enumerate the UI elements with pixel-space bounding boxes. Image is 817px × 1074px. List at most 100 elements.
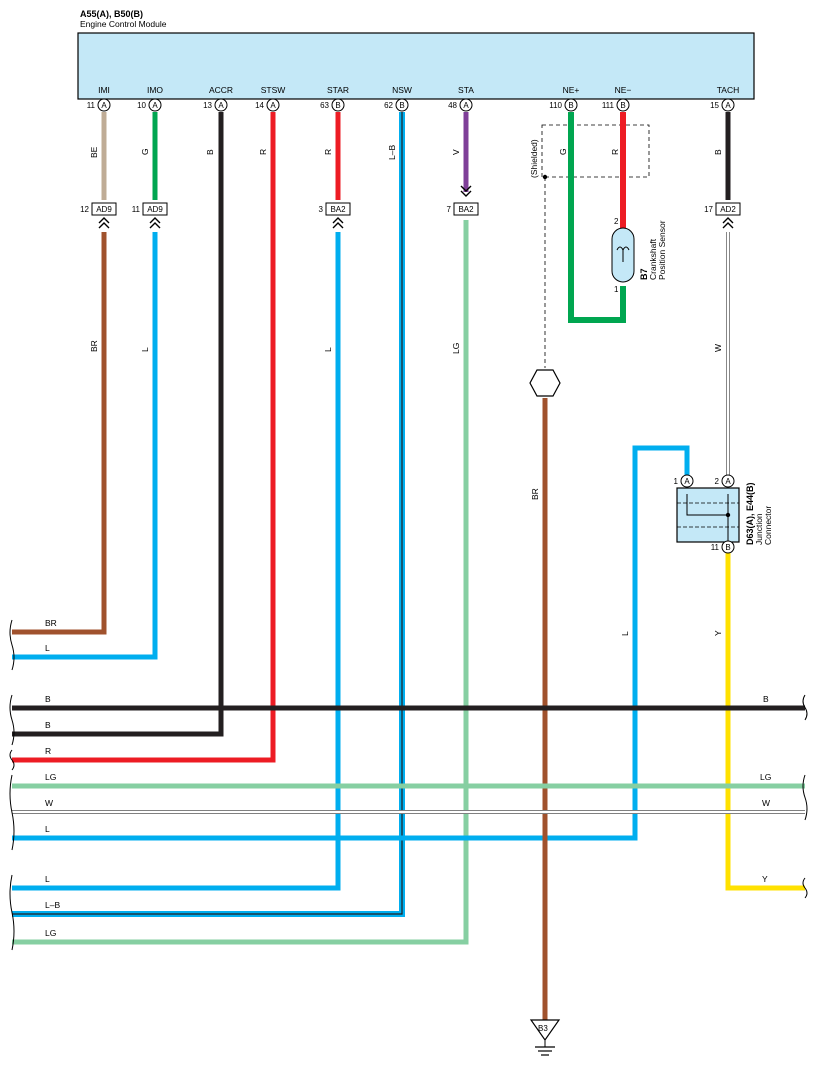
bus-label-l: L [45,643,50,653]
wire-label-b2: B [713,149,723,155]
connector-0-pin: 12 [80,205,89,214]
ecm-terminal-8-circle [616,98,630,112]
connector-2-pin: 3 [319,205,324,214]
ecm-terminal-6-cavity: A [463,101,469,110]
wire-label-r: R [258,149,268,155]
junction-pin-0-number: 1 [674,477,679,486]
junction-label1: Junction [754,513,764,545]
bus-label-br: BR [45,618,57,628]
wire-label-r3: R [610,149,620,155]
junction-wire-out-label: Y [713,630,723,636]
ecm-terminal-3-name: STSW [261,85,286,95]
connector-3-pin: 7 [447,205,452,214]
ecm-terminal-9-name: TACH [717,85,740,95]
wire-break-marks [9,619,808,951]
ecm-terminal-1-cavity: A [152,101,158,110]
crank-pin-top: 2 [614,217,619,226]
bus-label-lg2: LG [45,928,56,938]
wire-y-junction [725,552,805,891]
ecm-terminal-8-pin: 111 [602,101,615,110]
ecm-terminal-4-pin: 63 [320,101,329,110]
connector-3-name: BA2 [458,205,474,214]
junction-label2: Connector [763,506,773,545]
break-right-1 [802,774,808,821]
connector-2-chevron-up-icon [332,217,344,229]
connector-0-box [91,202,117,216]
ecm-terminal-4-name: STAR [327,85,349,95]
wire-label-g: G [140,148,150,155]
crank-sensor-circuit: 2 1 B7 Crankshaft Position Sensor [568,112,667,323]
bus-label-y-right: Y [762,874,768,884]
lower-label-lg: LG [451,343,461,354]
ecm-terminal-5-circle [395,98,409,112]
connector-2-box [325,202,351,216]
crank-sensor-label1: Crankshaft [648,238,658,280]
shield: (Shielded) [529,124,650,368]
wire-br-imi [12,232,107,635]
ecm-terminal-1-pin: 10 [137,101,146,110]
connector-4-pin: 17 [704,205,713,214]
junction-node [725,512,731,518]
connector-1-name: AD9 [147,205,163,214]
ecm-terminal-0-name: IMI [98,85,110,95]
junction-pin-2-number: 11 [711,543,720,552]
crank-sensor-id: B7 [639,268,649,280]
upper-wire-labels: BE G B R R L–B V G R B [89,145,723,160]
connector-3-box [453,202,479,216]
wire-l-imo [12,232,158,660]
wire-lb-nsw-tracer [12,112,403,915]
connector-4-box [715,202,741,216]
lower-label-br: BR [89,340,99,352]
junction-bus-a [686,494,728,516]
wire-label-v: V [451,149,461,155]
bus-label-r: R [45,746,51,756]
ground-point: B3 [529,369,561,1056]
ecm-terminal-2-name: ACCR [209,85,233,95]
wire-label-b: B [205,149,215,155]
wire-r-stsw [12,112,276,763]
ecm-terminal-6-name: STA [458,85,474,95]
break-left-4 [9,874,15,951]
break-left-1 [9,694,15,746]
bus-label-lg-right: LG [760,772,771,782]
break-right-0 [802,694,808,721]
ecm-terminal-7-pin: 110 [549,101,562,110]
lower-wire-labels: BR L L LG W BR L Y [89,340,723,636]
wire-l-junction [12,445,690,841]
ecm-terminal-4-cavity: B [335,101,340,110]
junction-pin-1-cavity: A [725,477,731,486]
junction-wire-in-label: L [620,631,630,636]
bus-wire-labels: BR L B B B R LG LG W W L L Y L–B LG [45,618,771,938]
ecm-subtitle: Engine Control Module [80,19,167,29]
shield-label: (Shielded) [529,139,539,178]
ecm-terminal-8-cavity: B [620,101,625,110]
connector-4-name: AD2 [720,205,736,214]
break-left-2 [9,749,15,771]
ecm-terminal-0-circle [97,98,111,112]
shield-box [541,124,650,178]
connector-1-box [142,202,168,216]
junction-pin-0-cavity: A [684,477,690,486]
ecm-terminal-6-pin: 48 [448,101,457,110]
ecm-terminal-9-pin: 15 [710,101,719,110]
ecm-module: A55(A), B50(B) Engine Control Module [77,9,755,100]
junction-pin-1-number: 2 [715,477,720,486]
break-left-0 [9,619,15,671]
ground-splice-octagon [529,369,561,397]
connector-0-chevron-up-icon [98,217,110,229]
ecm-terminal-0-pin: 11 [87,101,96,110]
wire-label-be: BE [89,146,99,158]
crank-sensor-label2: Position Sensor [657,220,667,280]
ecm-terminal-5-name: NSW [392,85,412,95]
ecm-terminal-5-cavity: B [399,101,404,110]
connector-2-name: BA2 [330,205,346,214]
ecm-terminal-2-circle [214,98,228,112]
ecm-terminal-7-cavity: B [568,101,573,110]
connector-3-chevron-down-icon [460,185,472,197]
ecm-terminal-9-circle [721,98,735,112]
junction-pin-2-cavity: B [725,543,730,552]
lower-label-w: W [713,344,723,352]
ecm-terminal-9-cavity: A [725,101,731,110]
ecm-terminal-3-pin: 14 [255,101,264,110]
